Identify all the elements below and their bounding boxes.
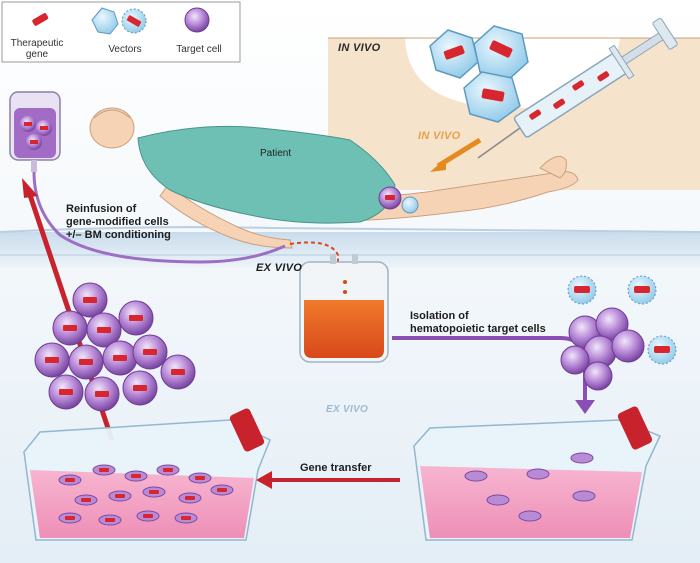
therapeutic-gene-icon (32, 13, 49, 26)
in-vivo-arrow-label: IN VIVO (418, 130, 461, 142)
legend (1, 1, 241, 63)
reinfusion-label: Reinfusion of gene-modified cells +/– BM… (66, 203, 171, 241)
vector-icon (91, 7, 147, 35)
injection-site-cells (378, 186, 419, 214)
flask-cap (229, 408, 265, 452)
syringe-icon (477, 17, 678, 159)
vector-cluster-in-vivo (429, 25, 529, 123)
patient-figure (89, 107, 579, 249)
target-cell-icon (184, 7, 210, 33)
patient-label: Patient (260, 148, 292, 159)
blood-bag-icon (299, 254, 389, 363)
legend-therapeutic-gene-label: Therapeutic gene (10, 38, 64, 60)
legend-target-cell-label: Target cell (176, 44, 222, 55)
vectors-right (567, 275, 677, 365)
iv-bag-icon (9, 91, 61, 172)
in-vivo-banner: IN VIVO (338, 42, 381, 54)
culture-flask-icon (413, 406, 662, 541)
culture-flask-icon (23, 408, 271, 541)
legend-vectors-label: Vectors (108, 44, 142, 55)
in-vivo-arrow (430, 137, 482, 172)
gene-transfer-arrow (256, 471, 400, 489)
gene-transfer-label: Gene transfer (300, 462, 372, 474)
isolation-label: Isolation of hematopoietic target cells (410, 310, 546, 335)
isolated-cells-cluster (560, 307, 645, 391)
reinfusion-tube (32, 171, 286, 264)
ex-vivo-top-label: EX VIVO (256, 262, 303, 274)
ex-vivo-middle-label: EX VIVO (326, 404, 369, 415)
modified-cells-cluster (34, 282, 196, 412)
